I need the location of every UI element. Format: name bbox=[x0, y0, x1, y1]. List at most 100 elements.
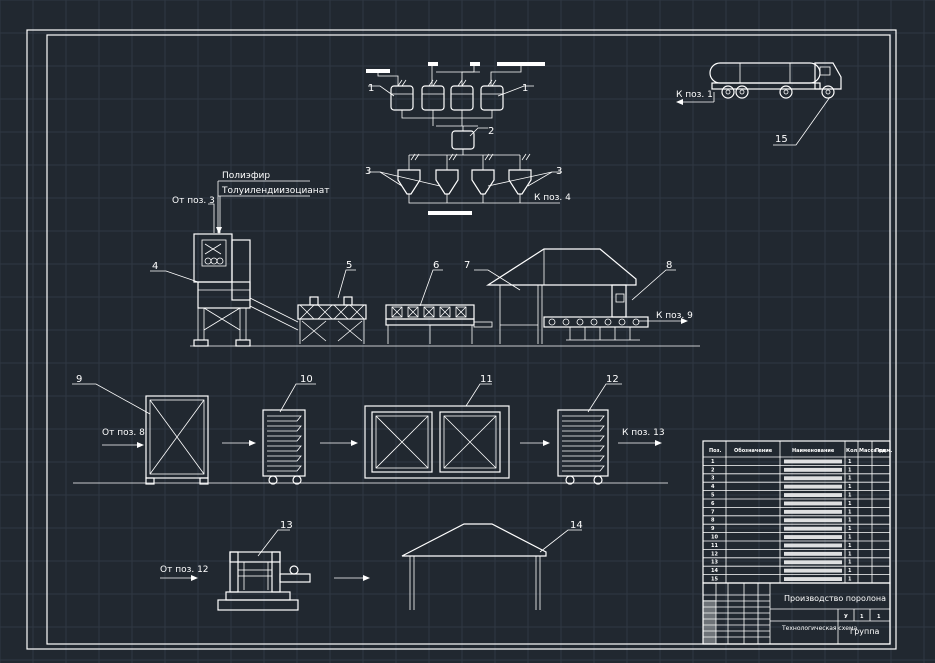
spec-item-name bbox=[784, 535, 842, 539]
spec-item-name bbox=[784, 476, 842, 481]
hopper bbox=[397, 153, 421, 195]
spec-qty: 1 bbox=[848, 568, 852, 574]
dosing-tank bbox=[421, 79, 445, 111]
foam-block bbox=[145, 395, 209, 485]
curing-line bbox=[73, 395, 668, 485]
spec-pos-number: 13 bbox=[711, 560, 718, 566]
hopper bbox=[471, 153, 495, 195]
curing-chamber bbox=[364, 405, 510, 479]
spec-pos-number: 8 bbox=[711, 518, 715, 524]
spec-item-name bbox=[784, 568, 842, 573]
inner-frame bbox=[46, 34, 891, 645]
position-number: 7 bbox=[464, 260, 470, 271]
position-number: 1 bbox=[368, 83, 374, 94]
spec-qty: 1 bbox=[848, 467, 852, 473]
position-number: 4 bbox=[152, 261, 158, 272]
position-numbers: 1 1 2 3 3 4 5 6 7 8 9 10 11 12 13 14 15 bbox=[76, 83, 788, 531]
foam-line bbox=[190, 180, 700, 347]
spec-item-name bbox=[784, 577, 842, 581]
spec-item-name bbox=[784, 459, 842, 464]
position-number: 3 bbox=[365, 166, 371, 177]
dosing-unit bbox=[366, 62, 560, 215]
spec-pos-number: 15 bbox=[711, 577, 718, 583]
position-number: 8 bbox=[666, 260, 672, 271]
spec-qty: 1 bbox=[848, 493, 852, 499]
to-pos-4-label: К поз. 4 bbox=[534, 193, 571, 203]
warehouse bbox=[401, 523, 547, 610]
outer-frame bbox=[26, 29, 897, 650]
spec-pos-number: 1 bbox=[711, 459, 715, 465]
position-number: 1 bbox=[522, 83, 528, 94]
storage-rack bbox=[262, 409, 306, 485]
spec-qty: 1 bbox=[848, 577, 852, 583]
group-label: группа bbox=[850, 627, 879, 636]
position-number: 5 bbox=[346, 260, 352, 271]
spec-header: Обозначение bbox=[734, 447, 773, 454]
spec-item-name bbox=[784, 509, 842, 514]
spec-item-name bbox=[784, 484, 842, 489]
spec-item-name bbox=[784, 501, 842, 506]
spec-pos-number: 5 bbox=[711, 493, 715, 499]
spec-item-name bbox=[784, 560, 842, 565]
title-block: Производство поролона У 1 1 Технологичес… bbox=[702, 582, 891, 645]
spec-pos-number: 3 bbox=[711, 476, 715, 482]
finishing-line bbox=[160, 523, 547, 611]
mixer bbox=[451, 126, 475, 155]
conveyor bbox=[297, 296, 367, 344]
position-number: 6 bbox=[433, 260, 439, 271]
position-number: 3 bbox=[556, 166, 562, 177]
spec-pos-number: 11 bbox=[711, 543, 718, 549]
position-number: 10 bbox=[300, 374, 313, 385]
spec-item-name bbox=[784, 526, 842, 531]
signature-grid bbox=[703, 583, 770, 644]
tdi-label: Толуилендиизоцианат bbox=[221, 186, 329, 196]
flow-labels: Полиэфир Толуилендиизоцианат От поз. 3 К… bbox=[102, 90, 713, 575]
spec-qty: 1 bbox=[848, 518, 852, 524]
dosing-tank bbox=[390, 79, 414, 111]
spec-qty: 1 bbox=[848, 459, 852, 465]
from-pos-8-label: От поз. 8 bbox=[102, 428, 145, 438]
spec-header: Поз. bbox=[709, 448, 722, 454]
spec-pos-number: 6 bbox=[711, 501, 715, 507]
hopper bbox=[435, 153, 459, 195]
spec-pos-number: 7 bbox=[711, 509, 715, 515]
spec-qty: 1 bbox=[848, 509, 852, 515]
spec-qty: 1 bbox=[848, 551, 852, 557]
input-bar bbox=[470, 62, 480, 66]
position-number: 14 bbox=[570, 520, 583, 531]
spec-pos-number: 10 bbox=[711, 535, 718, 541]
spec-pos-number: 14 bbox=[711, 568, 718, 574]
polyester-label: Полиэфир bbox=[222, 171, 270, 181]
spec-header: Кол. bbox=[846, 448, 859, 454]
spec-qty: 1 bbox=[848, 526, 852, 532]
position-number: 2 bbox=[488, 126, 494, 137]
position-number: 12 bbox=[606, 374, 619, 385]
spec-header: Прим. bbox=[875, 448, 892, 454]
spec-qty: 1 bbox=[848, 560, 852, 566]
to-pos-13-label: К поз. 13 bbox=[622, 428, 665, 438]
cutting-machine bbox=[543, 284, 688, 341]
spec-qty: 1 bbox=[848, 535, 852, 541]
title-cell: 1 bbox=[877, 614, 881, 620]
position-number: 9 bbox=[76, 374, 82, 385]
spec-item-name bbox=[784, 543, 842, 548]
title-cell: 1 bbox=[860, 614, 864, 620]
output-bar bbox=[428, 211, 472, 215]
drawing-title: Производство поролона bbox=[784, 594, 886, 603]
tanker-truck bbox=[676, 62, 842, 105]
position-number: 15 bbox=[775, 134, 788, 145]
spec-qty: 1 bbox=[848, 543, 852, 549]
input-bar bbox=[366, 69, 390, 73]
spec-header: Масса ед. bbox=[859, 448, 888, 454]
position-number: 11 bbox=[480, 374, 493, 385]
foaming-conveyor bbox=[385, 304, 493, 344]
spec-item-name bbox=[784, 467, 842, 472]
from-pos-3-label: От поз. 3 bbox=[172, 196, 215, 206]
mixing-head bbox=[193, 233, 299, 347]
from-pos-12-label: От поз. 12 bbox=[160, 565, 209, 575]
spec-pos-number: 4 bbox=[711, 484, 715, 490]
to-pos-1-label: К поз. 1 bbox=[676, 90, 713, 100]
position-number: 13 bbox=[280, 520, 293, 531]
